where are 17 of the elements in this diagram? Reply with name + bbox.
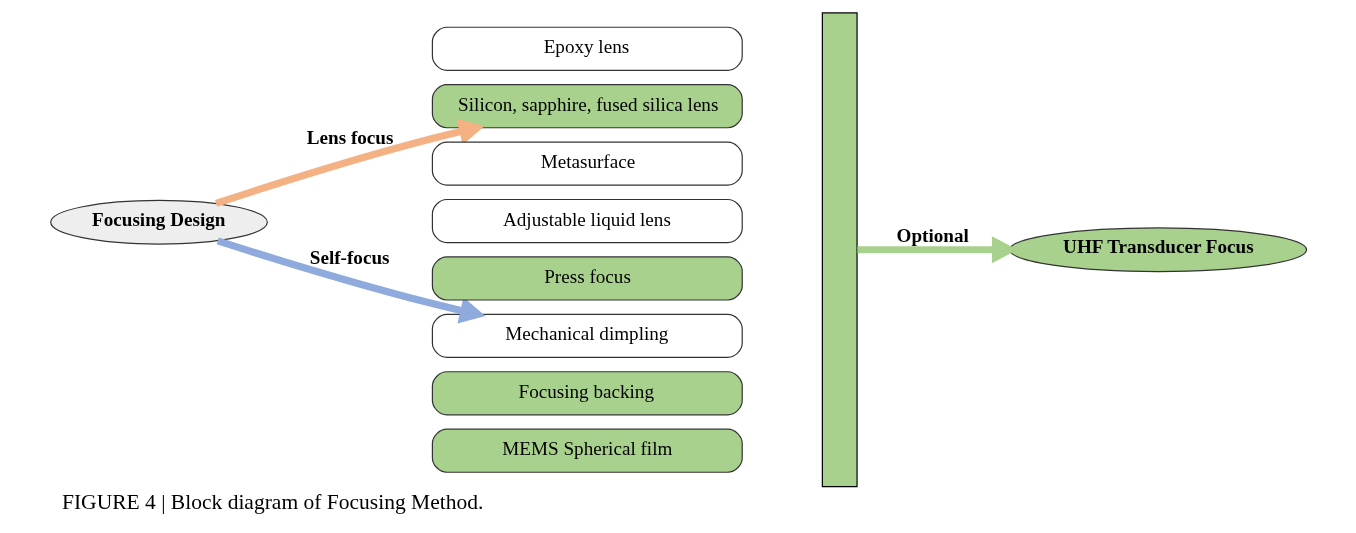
node-box: Metasurface <box>431 141 743 186</box>
node-box: Mechanical dimpling <box>431 313 743 358</box>
caption: FIGURE 4 | Block diagram of Focusing Method. <box>61 489 483 514</box>
node-box: Focusing backing <box>431 371 743 416</box>
edge-label: Lens focus <box>306 127 393 149</box>
node-box: MEMS Spherical film <box>431 428 743 473</box>
node-bar <box>821 12 858 488</box>
edge-label: Optional <box>896 225 969 247</box>
node-box: Epoxy lens <box>431 26 743 71</box>
node-ellipse: UHF Transducer Focus <box>1008 227 1307 273</box>
arrow <box>214 118 485 207</box>
edge-label: Self-focus <box>309 246 389 268</box>
arrow <box>216 237 485 324</box>
node-box: Adjustable liquid lens <box>431 198 743 244</box>
node-box: Press focus <box>431 256 743 301</box>
node-box: Silicon, sapphire, fused silica lens <box>431 84 743 129</box>
node-ellipse: Focusing Design <box>49 199 268 245</box>
